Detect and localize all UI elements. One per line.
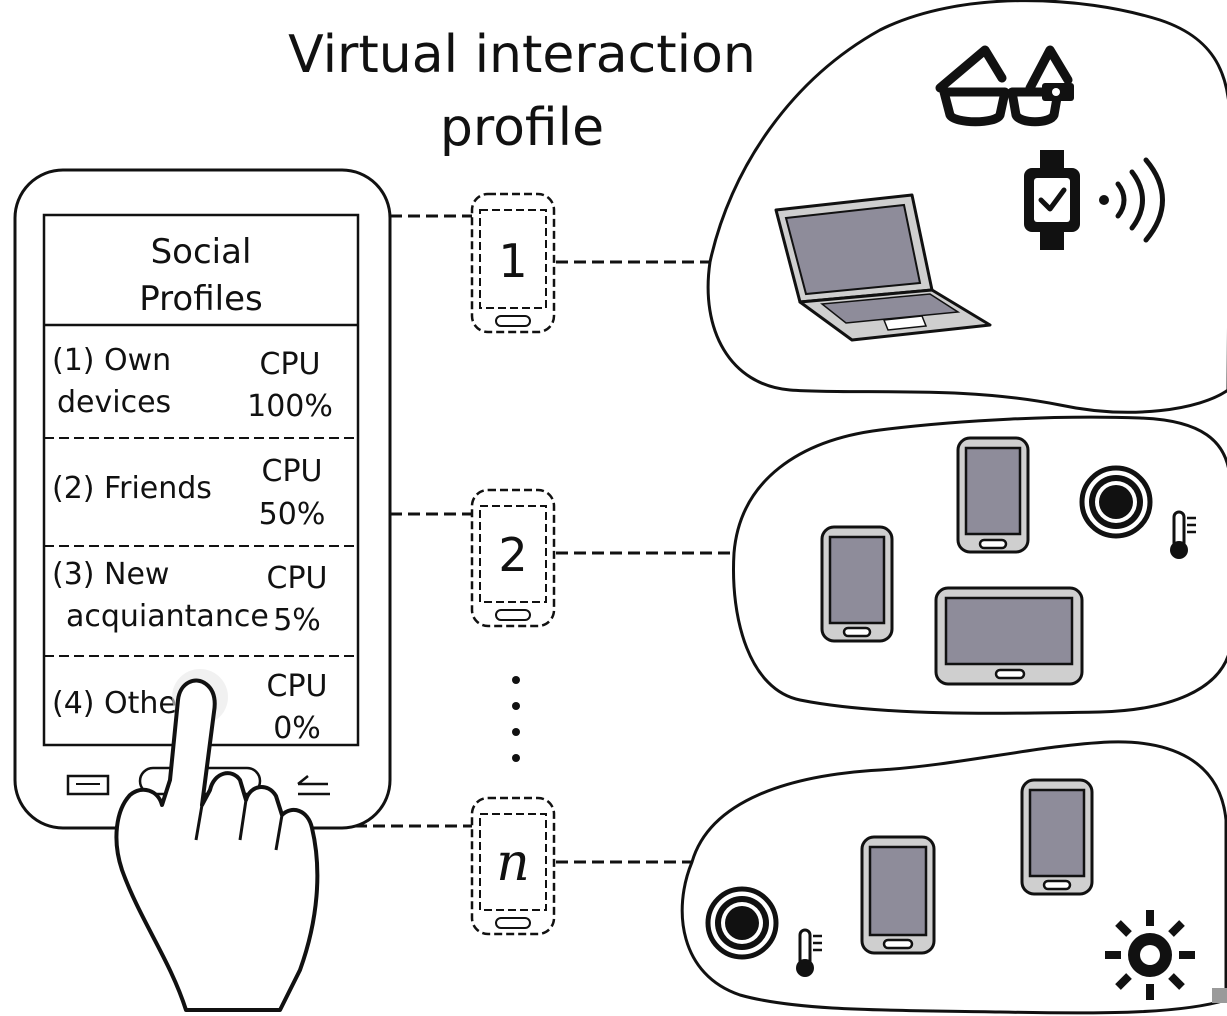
row-label-line-2: acquiantance xyxy=(66,599,269,634)
smartphone: Social Profiles (1) Own devices CPU 100%… xyxy=(13,168,392,830)
corner-mark xyxy=(1212,988,1227,1003)
temperature-sensor-icon xyxy=(705,886,822,977)
profile-phone-n[interactable]: n xyxy=(470,796,556,936)
smartphone-icon xyxy=(820,525,894,643)
row-cpu-label: CPU xyxy=(267,561,328,596)
social-profiles-header-line-1: Social xyxy=(151,232,252,272)
smartphone-icon xyxy=(1020,778,1094,896)
profile-phone-1[interactable]: 1 xyxy=(470,192,556,334)
row-label-line-1: (3) New xyxy=(52,557,169,592)
row-label-line-1: (4) Othe xyxy=(52,686,177,721)
menu-icon[interactable] xyxy=(66,774,110,796)
profile-label: 1 xyxy=(498,234,527,288)
laptop-icon xyxy=(774,193,992,342)
row-cpu-label: CPU xyxy=(267,669,328,704)
row-cpu-value: 0% xyxy=(273,711,321,746)
temperature-sensor-icon xyxy=(1079,465,1196,559)
row-cpu-value: 100% xyxy=(247,389,333,424)
diagram-title-line-2: profile xyxy=(440,98,604,158)
ellipsis-dots xyxy=(512,676,520,762)
row-cpu-value: 5% xyxy=(273,603,321,638)
profile-phone-2[interactable]: 2 xyxy=(470,488,556,628)
pointing-hand-icon xyxy=(114,669,320,1012)
smart-glasses-icon xyxy=(935,45,1074,127)
row-label-line-2: devices xyxy=(57,385,171,420)
social-profiles-header-line-2: Profiles xyxy=(139,279,262,319)
tablet-icon xyxy=(934,586,1084,686)
row-label-line-1: (1) Own xyxy=(52,343,171,378)
back-icon[interactable] xyxy=(297,775,330,796)
row-cpu-label: CPU xyxy=(260,347,321,382)
profile-row-new-acquaintance[interactable]: (3) New acquiantance CPU 5% xyxy=(52,557,328,638)
row-cpu-label: CPU xyxy=(262,454,323,489)
profile-row-others[interactable]: (4) Othe CPU 0% xyxy=(52,669,328,746)
row-label-line-1: (2) Friends xyxy=(52,471,212,506)
profile-label: 2 xyxy=(498,528,527,582)
light-sensor-icon xyxy=(1105,910,1195,1000)
profile-row-own-devices[interactable]: (1) Own devices CPU 100% xyxy=(52,343,333,424)
smartphone-icon xyxy=(860,835,936,955)
profile-row-friends[interactable]: (2) Friends CPU 50% xyxy=(52,454,325,532)
profile-label: n xyxy=(496,833,530,893)
row-cpu-value: 50% xyxy=(259,497,326,532)
diagram-title-line-1: Virtual interaction xyxy=(288,25,756,85)
smartphone-icon xyxy=(956,436,1030,554)
smartwatch-signal-icon xyxy=(1024,150,1165,250)
